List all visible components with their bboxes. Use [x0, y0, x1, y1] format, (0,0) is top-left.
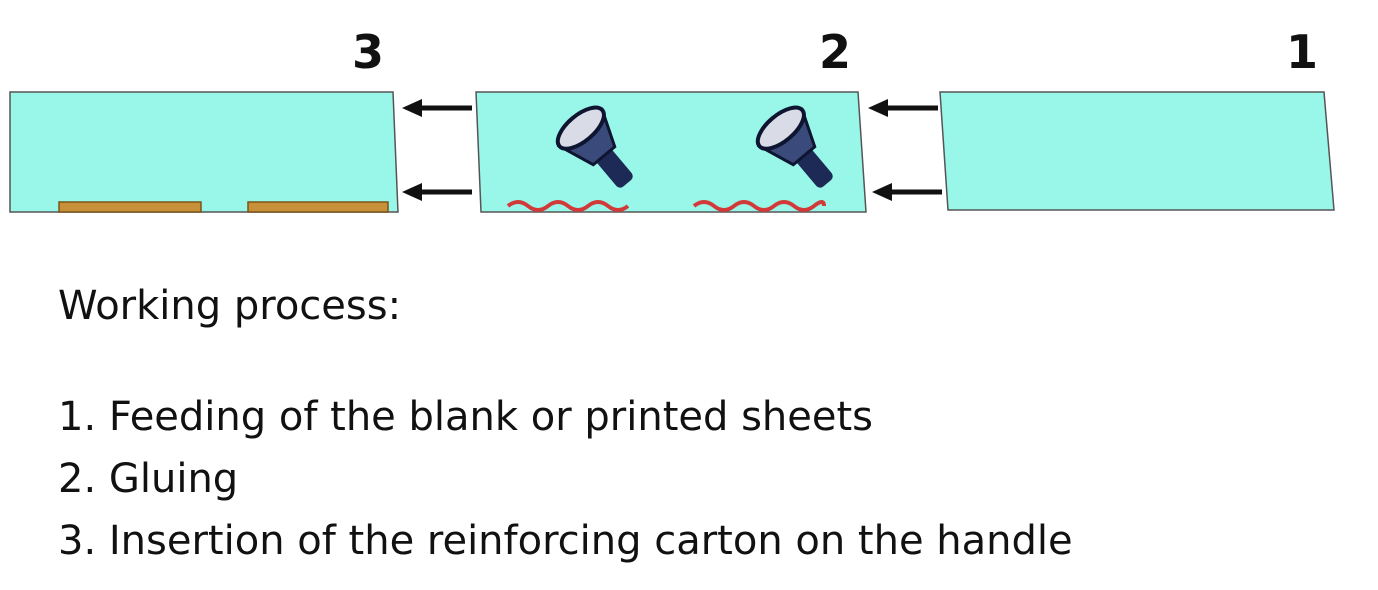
flow-arrow-2-to-3-top: [402, 99, 472, 117]
reinforcing-carton-left: [58, 201, 202, 213]
flow-arrow-1-to-2-bottom: [872, 183, 942, 201]
stage-number-2: 2: [819, 25, 851, 79]
stage-1-sheet: [939, 91, 1335, 211]
reinforcing-carton-right: [247, 201, 389, 213]
flow-arrow-1-to-2-top: [868, 99, 938, 117]
glue-nozzle-icon: [555, 105, 633, 188]
glue-line-left: [506, 200, 630, 212]
stage-2-sheet: [475, 91, 867, 213]
stage-3-sheet: [9, 91, 399, 213]
glue-line-right: [692, 200, 826, 212]
process-step-1: 1. Feeding of the blank or printed sheet…: [58, 394, 874, 440]
process-heading: Working process:: [58, 283, 402, 329]
glue-nozzle-icon: [755, 105, 833, 188]
process-flow-diagram: 3 2 1: [9, 25, 1335, 213]
flow-arrow-2-to-3-bottom: [402, 183, 472, 201]
stage-number-1: 1: [1286, 25, 1318, 79]
process-step-2: 2. Gluing: [58, 456, 239, 502]
stage-number-3: 3: [352, 25, 384, 79]
process-step-3: 3. Insertion of the reinforcing carton o…: [58, 518, 1073, 564]
working-process-section: Working process: 1. Feeding of the blank…: [58, 278, 1073, 572]
